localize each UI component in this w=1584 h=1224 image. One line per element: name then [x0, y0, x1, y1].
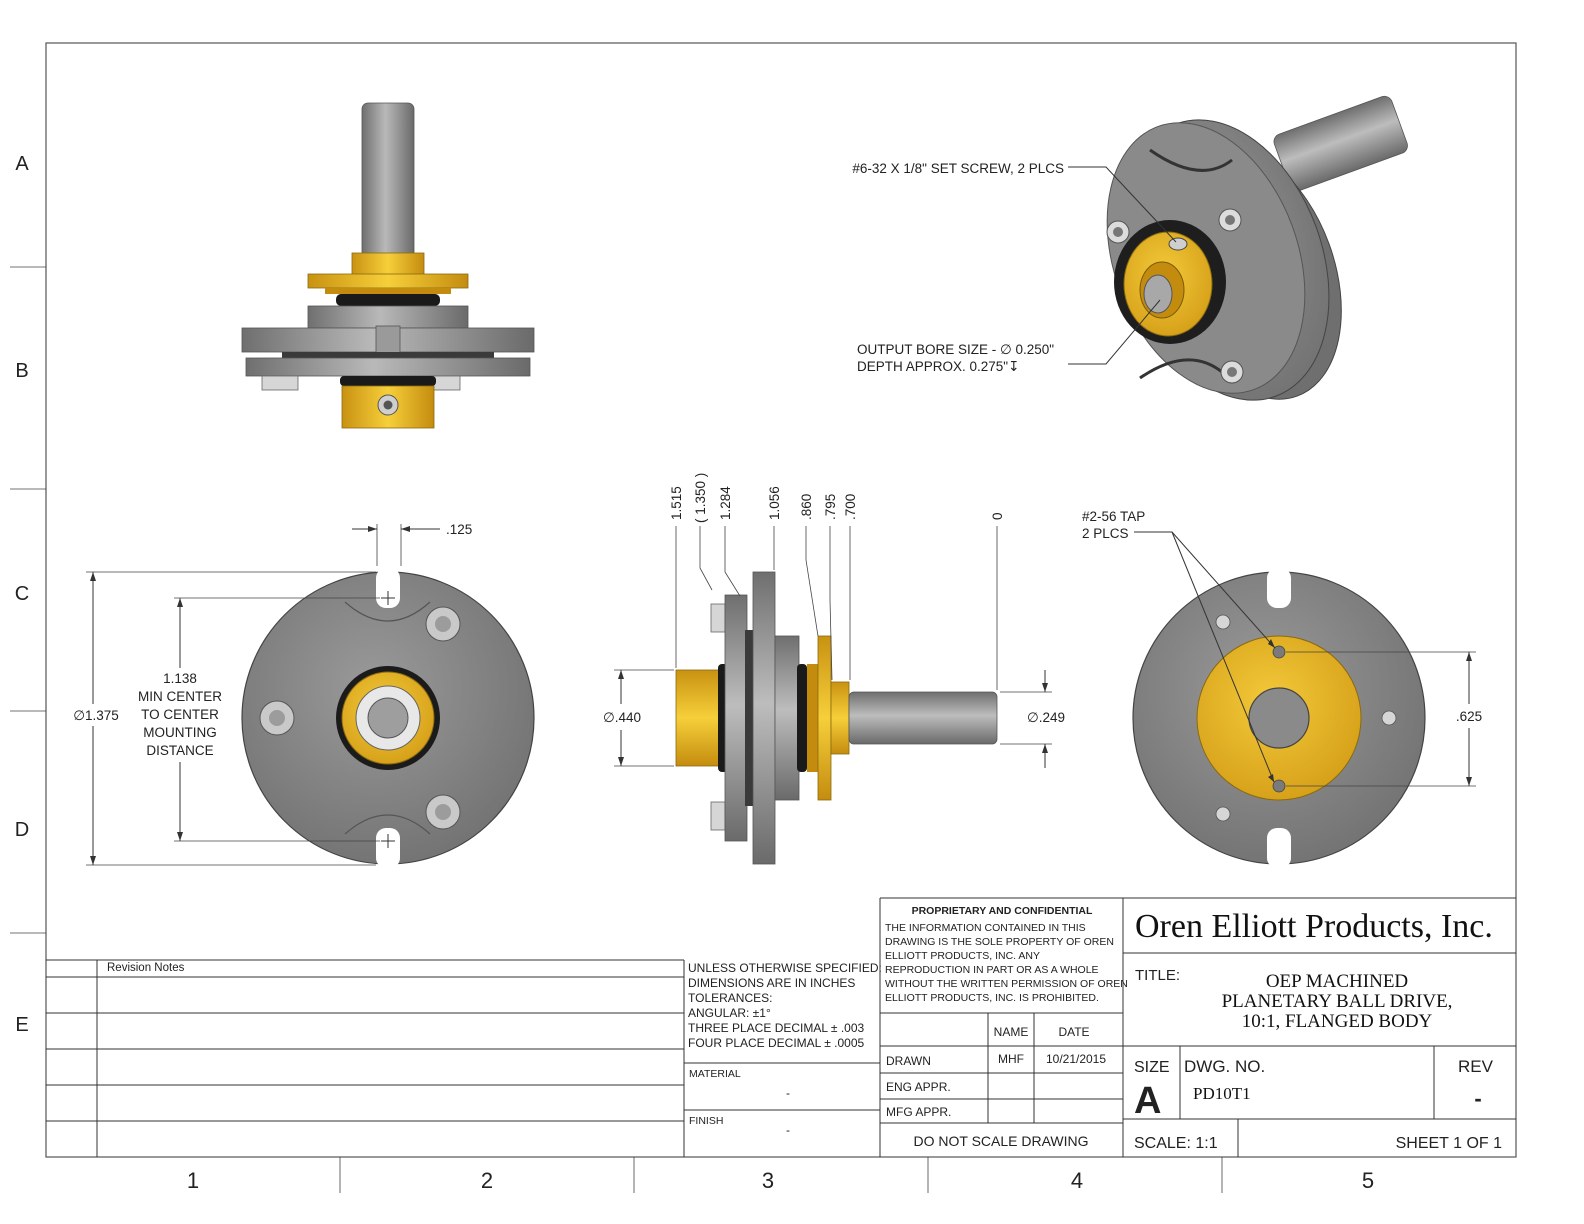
tol-line-3: TOLERANCES: — [688, 991, 772, 1005]
zone-row-b: B — [15, 360, 28, 382]
outer-diameter-value: ∅1.375 — [73, 708, 119, 723]
zone-col-4: 4 — [1071, 1168, 1083, 1193]
title-line-1: OEP MACHINED — [1266, 971, 1408, 992]
view-isometric — [1106, 95, 1408, 401]
zone-col-2: 2 — [481, 1168, 493, 1193]
callout-tap: #2-56 TAP 2 PLCS — [1082, 509, 1276, 783]
min-center-value: 1.138 — [163, 671, 197, 686]
proprietary-heading: PROPRIETARY AND CONFIDENTIAL — [912, 905, 1093, 917]
ord-1350-ref: ( 1.350 ) — [693, 473, 708, 523]
set-screw-label: #6-32 X 1/8" SET SCREW, 2 PLCS — [852, 161, 1064, 176]
zone-col-1: 1 — [187, 1168, 199, 1193]
ord-795: .795 — [823, 494, 838, 520]
dim-side-left-dia: ∅.440 — [603, 669, 674, 767]
view-elevation-top — [241, 102, 535, 429]
dim-outer-diameter: ∅1.375 — [73, 571, 376, 866]
tap-label-line2: 2 PLCS — [1082, 526, 1129, 541]
callout-output-bore: OUTPUT BORE SIZE - ∅ 0.250" DEPTH APPROX… — [857, 299, 1161, 374]
dim-side-ordinates: 1.515 ( 1.350 ) 1.284 1.056 .860 .795 .7… — [669, 473, 1005, 690]
title-line-2: PLANETARY BALL DRIVE, — [1222, 991, 1453, 1012]
ord-700: .700 — [843, 494, 858, 520]
proprietary-line-3: ELLIOTT PRODUCTS, INC. ANY — [885, 950, 1040, 962]
title-block: Oren Elliott Products, Inc. TITLE: OEP M… — [1123, 908, 1516, 1157]
title-line-3: 10:1, FLANGED BODY — [1242, 1011, 1433, 1032]
ord-860: .860 — [799, 494, 814, 520]
proprietary-line-4: REPRODUCTION IN PART OR AS A WHOLE — [885, 964, 1099, 976]
name-header: NAME — [994, 1025, 1029, 1039]
dim-side-shaft-dia: ∅.249 — [1000, 670, 1065, 768]
tol-line-6: FOUR PLACE DECIMAL ± .0005 — [688, 1036, 865, 1050]
rev-label: REV — [1458, 1057, 1494, 1076]
slot-width-value: .125 — [446, 522, 472, 537]
proprietary-block: PROPRIETARY AND CONFIDENTIAL THE INFORMA… — [879, 897, 1516, 1157]
drawn-label: DRAWN — [886, 1054, 931, 1068]
dim-tap-spacing: .625 — [1286, 651, 1482, 787]
mfg-appr-label: MFG APPR. — [886, 1105, 951, 1119]
callout-set-screw: #6-32 X 1/8" SET SCREW, 2 PLCS — [852, 161, 1177, 243]
min-center-line-3: TO CENTER — [141, 707, 219, 722]
tap-spacing-value: .625 — [1456, 709, 1482, 724]
zone-row-c: C — [15, 583, 29, 605]
zone-row-e: E — [15, 1014, 28, 1036]
ord-1284: 1.284 — [718, 486, 733, 520]
side-left-dia-value: ∅.440 — [603, 710, 641, 725]
tap-label-line1: #2-56 TAP — [1082, 509, 1145, 524]
proprietary-line-5: WITHOUT THE WRITTEN PERMISSION OF OREN — [885, 978, 1128, 990]
revision-table: Revision Notes — [46, 959, 685, 1157]
size-label: SIZE — [1134, 1059, 1170, 1076]
approvals-table: NAME DATE DRAWN MHF 10/21/2015 ENG APPR.… — [880, 1012, 1123, 1149]
drawn-name: MHF — [998, 1052, 1024, 1066]
ord-1056: 1.056 — [767, 486, 782, 520]
scale-label: SCALE: 1:1 — [1134, 1135, 1218, 1152]
eng-appr-label: ENG APPR. — [886, 1080, 951, 1094]
zone-col-labels: 1 2 3 4 5 — [187, 1168, 1374, 1193]
dwg-no-value: PD10T1 — [1193, 1084, 1251, 1103]
zone-col-5: 5 — [1362, 1168, 1374, 1193]
view-side — [675, 571, 998, 865]
min-center-line-4: MOUNTING — [143, 725, 217, 740]
proprietary-line-2: DRAWING IS THE SOLE PROPERTY OF OREN — [885, 936, 1114, 948]
ord-1515: 1.515 — [669, 486, 684, 520]
dim-min-center: 1.138 MIN CENTER TO CENTER MOUNTING DIST… — [138, 597, 380, 842]
bore-depth-label: DEPTH APPROX. 0.275"↧ — [857, 359, 1019, 374]
tol-line-4: ANGULAR: ±1° — [688, 1006, 771, 1020]
title-label: TITLE: — [1135, 967, 1180, 984]
size-value: A — [1134, 1080, 1161, 1122]
zone-row-d: D — [15, 819, 29, 841]
sheet-label: SHEET 1 OF 1 — [1396, 1135, 1503, 1152]
revision-notes-header: Revision Notes — [107, 962, 185, 974]
tol-line-1: UNLESS OTHERWISE SPECIFIED: — [688, 961, 882, 975]
tol-line-2: DIMENSIONS ARE IN INCHES — [688, 976, 855, 990]
proprietary-line-6: ELLIOTT PRODUCTS, INC. IS PROHIBITED. — [885, 992, 1099, 1004]
dwg-no-label: DWG. NO. — [1184, 1057, 1265, 1076]
tol-line-5: THREE PLACE DECIMAL ± .003 — [688, 1021, 865, 1035]
view-back — [1132, 568, 1426, 868]
rev-value: - — [1474, 1086, 1481, 1111]
sheet-frame — [10, 42, 1517, 1193]
bore-size-label: OUTPUT BORE SIZE - ∅ 0.250" — [857, 342, 1054, 357]
drawn-date: 10/21/2015 — [1046, 1052, 1106, 1066]
zone-col-3: 3 — [762, 1168, 774, 1193]
do-not-scale: DO NOT SCALE DRAWING — [913, 1133, 1088, 1149]
min-center-line-2: MIN CENTER — [138, 689, 222, 704]
zone-row-a: A — [15, 153, 29, 175]
material-label: MATERIAL — [689, 1068, 741, 1080]
ord-0: 0 — [990, 512, 1005, 520]
company-name: Oren Elliott Products, Inc. — [1135, 908, 1493, 945]
finish-value: - — [786, 1123, 790, 1137]
dim-slot-width: .125 — [352, 522, 472, 566]
tolerance-block: UNLESS OTHERWISE SPECIFIED: DIMENSIONS A… — [684, 961, 882, 1137]
material-value: - — [786, 1086, 790, 1100]
date-header: DATE — [1058, 1025, 1089, 1039]
zone-row-labels: A B C D E — [15, 153, 30, 1036]
side-shaft-dia-value: ∅.249 — [1027, 710, 1065, 725]
min-center-line-5: DISTANCE — [146, 743, 213, 758]
proprietary-line-1: THE INFORMATION CONTAINED IN THIS — [885, 922, 1086, 934]
finish-label: FINISH — [689, 1115, 723, 1127]
view-front — [241, 568, 535, 868]
